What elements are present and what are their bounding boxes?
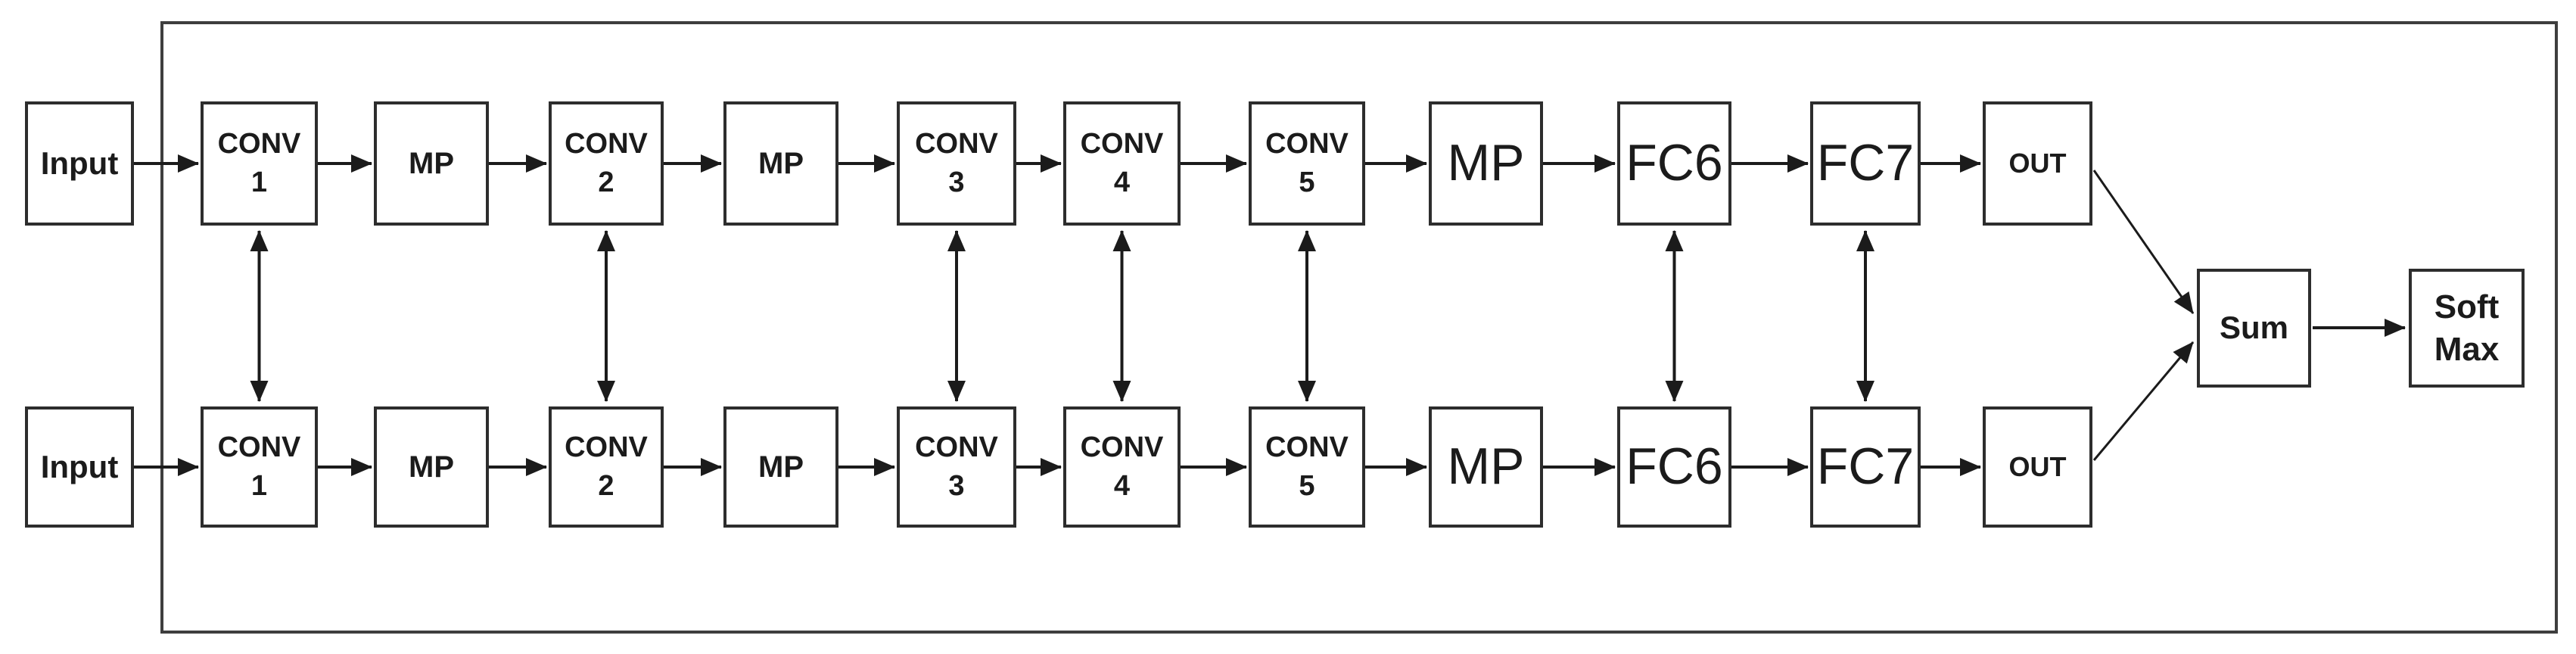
node-conv5-bottom: CONV 5 bbox=[1249, 406, 1365, 528]
node-mp3-top: MP bbox=[1429, 101, 1543, 226]
node-label: MP bbox=[758, 450, 804, 484]
node-label: FC6 bbox=[1626, 134, 1723, 192]
node-mp2-top: MP bbox=[723, 101, 838, 226]
node-label: Soft bbox=[2434, 288, 2500, 325]
node-label: 4 bbox=[1113, 167, 1131, 198]
node-label: MP bbox=[1447, 134, 1525, 192]
node-label: Input bbox=[40, 145, 119, 181]
node-label: 4 bbox=[1113, 470, 1131, 502]
node-label: 1 bbox=[250, 470, 268, 502]
node-conv4-bottom: CONV 4 bbox=[1063, 406, 1181, 528]
node-conv1-top: CONV 1 bbox=[201, 101, 318, 226]
node-conv3-bottom: CONV 3 bbox=[897, 406, 1016, 528]
node-label: MP bbox=[409, 450, 454, 484]
node-label: 5 bbox=[1299, 470, 1315, 502]
node-label: Input bbox=[40, 448, 119, 484]
node-conv4-top: CONV 4 bbox=[1063, 101, 1181, 226]
node-label: CONV bbox=[217, 127, 301, 160]
node-mp1-bottom: MP bbox=[374, 406, 489, 528]
node-mp3-bottom: MP bbox=[1429, 406, 1543, 528]
node-fc6-top: FC6 bbox=[1617, 101, 1731, 226]
node-out-bottom: OUT bbox=[1983, 406, 2092, 528]
node-label: CONV bbox=[915, 127, 998, 160]
node-mp2-bottom: MP bbox=[723, 406, 838, 528]
node-label: MP bbox=[758, 147, 804, 180]
node-conv3-top: CONV 3 bbox=[897, 101, 1016, 226]
node-label: Sum bbox=[2219, 310, 2288, 346]
node-label: CONV bbox=[565, 127, 648, 160]
architecture-frame bbox=[160, 21, 2558, 634]
node-conv5-top: CONV 5 bbox=[1249, 101, 1365, 226]
node-out-top: OUT bbox=[1983, 101, 2092, 226]
node-label: 1 bbox=[250, 167, 268, 198]
node-label: CONV bbox=[1080, 127, 1164, 160]
node-label: FC7 bbox=[1816, 134, 1915, 192]
node-sum: Sum bbox=[2197, 269, 2311, 388]
node-fc7-bottom: FC7 bbox=[1810, 406, 1921, 528]
node-label: CONV bbox=[565, 431, 648, 463]
node-label: FC6 bbox=[1626, 438, 1723, 496]
node-conv1-bottom: CONV 1 bbox=[201, 406, 318, 528]
node-input-bottom: Input bbox=[25, 406, 134, 528]
node-label: OUT bbox=[2008, 147, 2067, 179]
node-label: 3 bbox=[948, 167, 965, 198]
node-mp1-top: MP bbox=[374, 101, 489, 226]
node-label: CONV bbox=[1265, 127, 1349, 160]
node-label: Max bbox=[2434, 330, 2500, 368]
node-label: CONV bbox=[217, 431, 301, 463]
node-label: MP bbox=[1447, 438, 1525, 496]
node-label: 3 bbox=[948, 470, 965, 502]
node-label: FC7 bbox=[1816, 438, 1915, 496]
node-label: 2 bbox=[598, 470, 614, 502]
node-fc6-bottom: FC6 bbox=[1617, 406, 1731, 528]
node-label: CONV bbox=[1265, 431, 1349, 463]
node-label: CONV bbox=[1080, 431, 1164, 463]
node-conv2-bottom: CONV 2 bbox=[549, 406, 664, 528]
node-conv2-top: CONV 2 bbox=[549, 101, 664, 226]
node-label: 5 bbox=[1299, 167, 1315, 198]
node-label: 2 bbox=[598, 167, 614, 198]
node-input-top: Input bbox=[25, 101, 134, 226]
node-label: CONV bbox=[915, 431, 998, 463]
node-fc7-top: FC7 bbox=[1810, 101, 1921, 226]
node-label: MP bbox=[409, 147, 454, 180]
node-label: OUT bbox=[2008, 450, 2067, 482]
